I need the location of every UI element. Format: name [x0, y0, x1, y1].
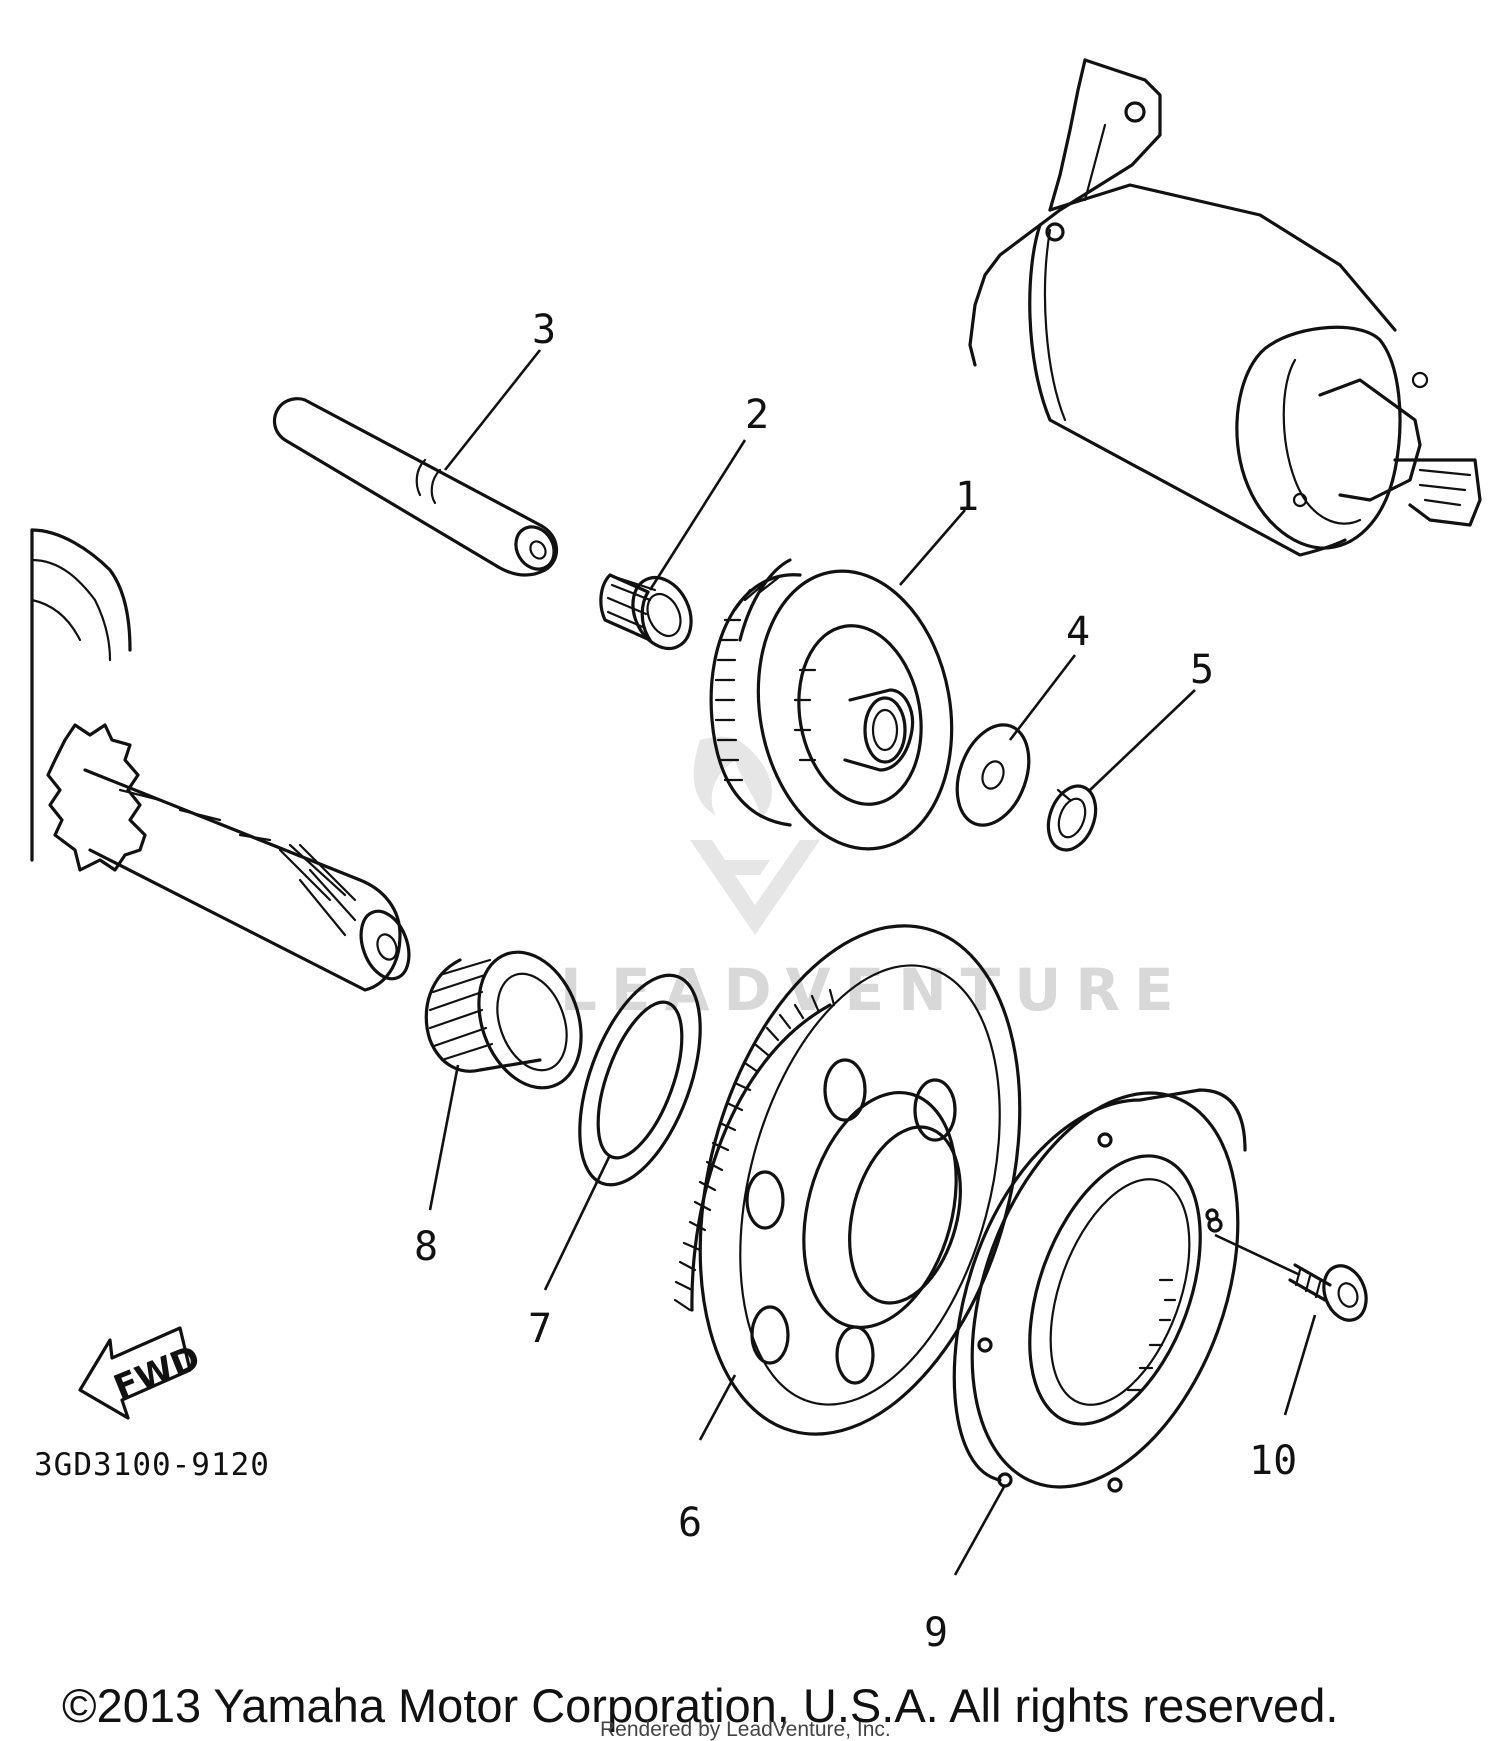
shaft-part-3	[272, 397, 559, 577]
starter-motor	[968, 58, 1482, 557]
callout-3: 3	[532, 307, 556, 353]
watermark-text: LEADVENTURE	[560, 956, 1188, 1024]
watermark-logo: LEADVENTURE	[560, 736, 1188, 1024]
circlip-part-5	[1046, 784, 1098, 852]
one-way-clutch-part-9	[952, 1088, 1247, 1493]
callout-10: 10	[1249, 1438, 1297, 1484]
callout-7: 7	[528, 1306, 552, 1352]
fwd-arrow-icon: FWD	[78, 1326, 206, 1420]
needle-bearing-part-2	[599, 573, 693, 651]
callout-8: 8	[414, 1224, 438, 1270]
drawing-code: 3GD3100-9120	[34, 1447, 270, 1483]
starter-wheel-gear-part-6	[673, 924, 1022, 1436]
callout-labels: 1 2 3 4 5 6 7 8 9 10	[414, 307, 1297, 1656]
needle-bearing-part-8	[424, 950, 583, 1090]
callout-2: 2	[745, 392, 769, 438]
crankshaft	[30, 528, 411, 992]
leader-lines	[428, 349, 1317, 1576]
rendered-by-text: Rendered by LeadVenture, Inc.	[600, 1718, 891, 1741]
callout-6: 6	[678, 1500, 702, 1546]
washer-part-4	[955, 723, 1031, 827]
copyright-text: ©2013 Yamaha Motor Corporation, U.S.A. A…	[62, 1679, 1338, 1732]
callout-1: 1	[955, 474, 979, 520]
fwd-label: FWD	[108, 1338, 205, 1408]
bolt-part-10	[1288, 1263, 1368, 1322]
callout-5: 5	[1190, 647, 1214, 693]
starter-clutch-part-1	[709, 558, 954, 851]
washer-part-7	[578, 973, 702, 1187]
callout-9: 9	[924, 1610, 948, 1656]
callout-4: 4	[1066, 609, 1090, 655]
